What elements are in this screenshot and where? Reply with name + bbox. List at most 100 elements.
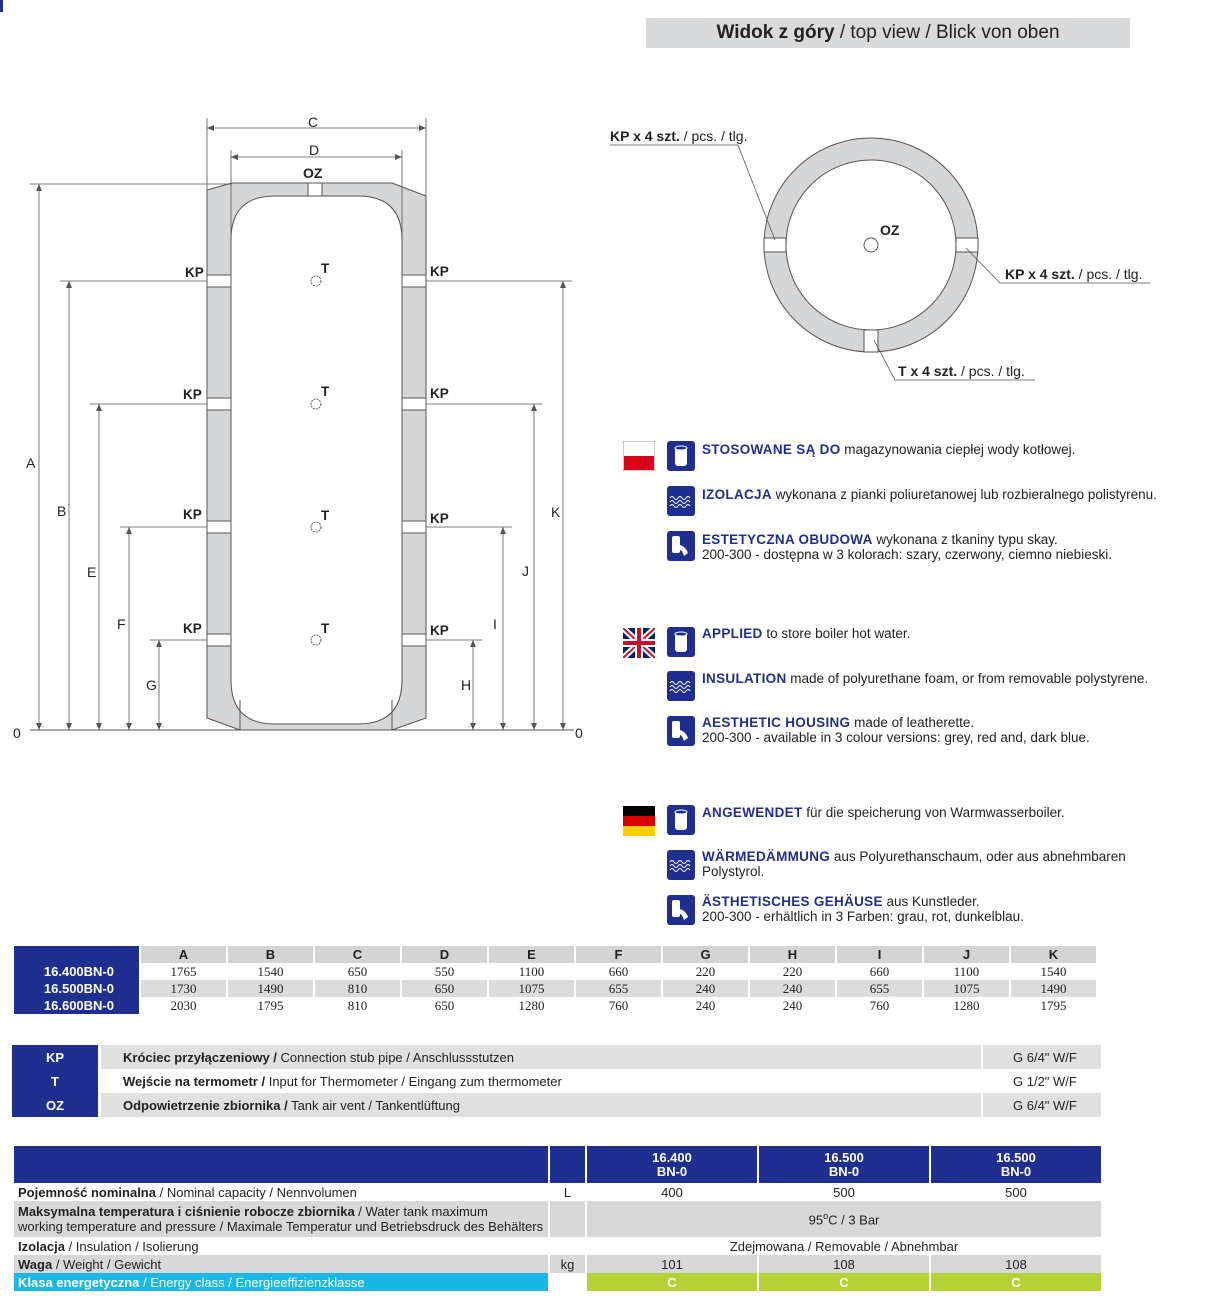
spec-bold: Izolacja <box>18 1238 65 1254</box>
dim-cell: 240 <box>663 980 748 997</box>
label-f: F <box>117 616 126 632</box>
feature-text: aus Polyurethanschaum, oder aus abnehmba… <box>830 849 1126 864</box>
col-l2: BN-0 <box>1000 1163 1032 1179</box>
kp-label: KP <box>183 387 202 402</box>
dims-header: E <box>489 946 574 963</box>
dims-header: J <box>924 946 1009 963</box>
oz-label: OZ <box>880 222 900 238</box>
spec-header-blank <box>14 1146 548 1183</box>
feature-pl-1: STOSOWANE SĄ DO magazynowania ciepłej wo… <box>702 442 1075 457</box>
spec-rest: / Insulation / Isolierung <box>64 1238 199 1254</box>
feature-key: APPLIED <box>702 626 763 641</box>
feature-en-2: INSULATION made of polyurethane foam, or… <box>702 671 1148 686</box>
dim-cell: 1100 <box>924 963 1009 980</box>
feature-key: STOSOWANE SĄ DO <box>702 442 841 457</box>
kp-right-bold: KP x 4 szt. <box>1005 266 1075 282</box>
table-row: 16.400BN-0 1765 1540 650 550 1100 660 22… <box>14 963 1096 980</box>
feature-key: ESTETYCZNA OBUDOWA <box>702 532 873 547</box>
kp-label: KP <box>430 386 449 401</box>
spec-bold: Pojemność nominalna <box>18 1184 156 1200</box>
label-e: E <box>87 564 96 580</box>
t-bottom-bold: T x 4 szt. <box>898 363 957 379</box>
desc-rest: Input for Thermometer / Eingang zum ther… <box>265 1073 562 1089</box>
col-l1: 16.400 <box>652 1149 692 1165</box>
spec-label: Waga / Weight / Gewicht <box>14 1255 548 1273</box>
dims-header: D <box>402 946 487 963</box>
dim-cell: 1540 <box>228 963 313 980</box>
label-k: K <box>551 504 561 520</box>
insulation-icon <box>667 850 695 880</box>
spec-header-unit <box>550 1146 585 1183</box>
dims-corner <box>14 946 139 963</box>
connection-value: G 6/4" W/F <box>983 1045 1101 1069</box>
energy-class-value: C <box>931 1273 1101 1291</box>
dim-cell: 240 <box>750 997 835 1014</box>
dim-cell: 550 <box>402 963 487 980</box>
label-g: G <box>146 677 157 693</box>
feature-key: ANGEWENDET <box>702 805 803 820</box>
feature-text: für die speicherung von Warmwasserboiler… <box>802 805 1065 820</box>
sep <box>981 1045 983 1069</box>
dim-cell: 220 <box>663 963 748 980</box>
connection-code: KP <box>12 1045 98 1069</box>
connection-code: T <box>12 1069 98 1093</box>
feature-key: AESTHETIC HOUSING <box>702 715 851 730</box>
feature-de-1: ANGEWENDET für die speicherung von Warmw… <box>702 805 1065 820</box>
spec-value: 101 <box>587 1255 757 1273</box>
tank-icon <box>667 441 695 471</box>
kp-top-rest: / pcs. / tlg. <box>684 128 748 144</box>
desc-bold: Odpowietrzenie zbiornika / <box>123 1097 288 1113</box>
connection-desc: Wejście na termometr / Input for Thermom… <box>101 1069 981 1093</box>
dim-cell: 220 <box>750 963 835 980</box>
connections-table: KP Króciec przyłączeniowy / Connection s… <box>12 1045 1101 1117</box>
dim-cell: 655 <box>576 980 661 997</box>
sep <box>981 1069 983 1093</box>
feature-line2: 200-300 - dostępna w 3 kolorach: szary, … <box>702 547 1112 562</box>
energy-class-value: C <box>759 1273 929 1291</box>
label-zero-left: 0 <box>13 725 21 741</box>
kp-top-caption: KP x 4 szt. / pcs. / tlg. <box>610 128 747 144</box>
desc-rest: Connection stub pipe / Anschlussstutzen <box>276 1049 514 1065</box>
dimensions-table: A B C D E F G H I J K 16.400BN-0 1765 15… <box>12 946 1098 1014</box>
feature-key: INSULATION <box>702 671 787 686</box>
spec-value: 95oC / 3 Bar <box>587 1201 1101 1237</box>
t-bottom-caption: T x 4 szt. / pcs. / tlg. <box>898 363 1025 379</box>
dim-cell: 660 <box>837 963 922 980</box>
feature-en-3: AESTHETIC HOUSING made of leatherette.20… <box>702 715 1090 745</box>
tank-top-view: OZ KP x 4 szt. / pcs. / tlg. KP x 4 szt.… <box>610 128 1150 381</box>
dims-header: H <box>750 946 835 963</box>
desc-rest: Tank air vent / Tankentlüftung <box>287 1097 460 1113</box>
label-b: B <box>57 503 66 519</box>
tank-icon <box>667 805 695 835</box>
feature-pl-3: ESTETYCZNA OBUDOWA wykonana z tkaniny ty… <box>702 532 1112 562</box>
dim-cell: 1280 <box>924 997 1009 1014</box>
spec-unit: L <box>550 1183 585 1201</box>
table-row: Maksymalna temperatura i ciśnienie roboc… <box>14 1201 1101 1237</box>
dims-header: K <box>1011 946 1096 963</box>
label-j: J <box>522 563 529 579</box>
feature-text: magazynowania ciepłej wody kotłowej. <box>840 442 1076 457</box>
dim-cell: 1730 <box>141 980 226 997</box>
temp-value: 95 <box>808 1212 824 1228</box>
col-l2: BN-0 <box>828 1163 860 1179</box>
housing-icon <box>667 895 695 925</box>
kp-right-rest: / pcs. / tlg. <box>1079 266 1143 282</box>
dims-header: C <box>315 946 400 963</box>
table-row: Waga / Weight / Gewicht kg 101 108 108 <box>14 1255 1101 1273</box>
feature-text: wykonana z pianki poliuretanowej lub roz… <box>771 487 1157 502</box>
feature-pl-2: IZOLACJA wykonana z pianki poliuretanowe… <box>702 487 1157 502</box>
spec-value: 400 <box>587 1183 757 1201</box>
table-row: T Wejście na termometr / Input for Therm… <box>12 1069 1101 1093</box>
connection-value: G 6/4" W/F <box>983 1093 1101 1117</box>
dims-header: I <box>837 946 922 963</box>
feature-line2: Polystyrol. <box>702 864 765 879</box>
tank-icon <box>667 627 695 657</box>
feature-text: to store boiler hot water. <box>762 626 911 641</box>
feature-text: wykonana z tkaniny typu skay. <box>872 532 1058 547</box>
kp-right-caption: KP x 4 szt. / pcs. / tlg. <box>1005 266 1142 282</box>
tank-side-drawing: C D OZ A B E F G K J I H 0 0 KP KP KP KP… <box>13 114 583 741</box>
col-l1: 16.500 <box>824 1149 864 1165</box>
housing-icon <box>667 531 695 561</box>
label-i: I <box>493 616 497 632</box>
insulation-icon <box>667 486 695 516</box>
